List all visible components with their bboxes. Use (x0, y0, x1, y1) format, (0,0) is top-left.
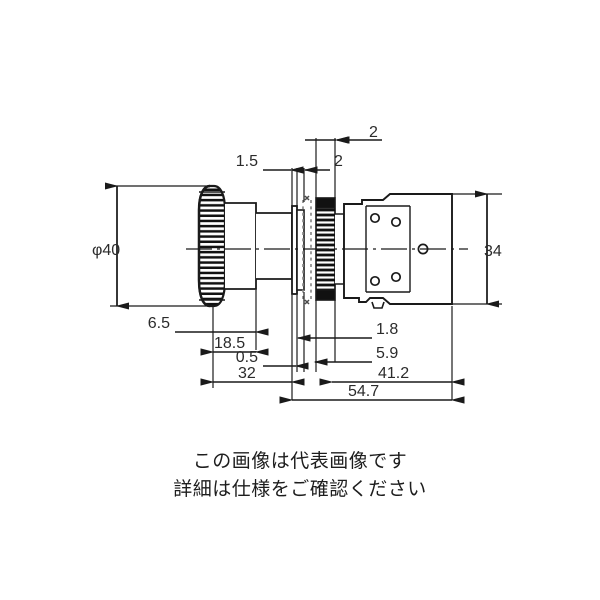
dim-label-41-2: 41.2 (378, 365, 409, 382)
representative-image-caption: この画像は代表画像です 詳細は仕様をご確認ください (0, 448, 600, 503)
dim-label-0-5: 0.5 (236, 349, 258, 366)
dim-label-dia40: φ40 (92, 242, 120, 259)
dim-label-1-8: 1.8 (376, 321, 398, 338)
dim-label-1-5: 1.5 (236, 153, 258, 170)
dim-label-34: 34 (484, 243, 502, 260)
dim-label-5-9: 5.9 (376, 345, 398, 362)
dim-label-2b: 2 (369, 124, 378, 141)
dim-label-6-5: 6.5 (148, 315, 170, 332)
hidden-thread-lines (302, 200, 312, 300)
dimension-labels: φ40 34 1.5 2 2 6.5 18.5 0.5 1.8 5.9 32 4… (92, 124, 502, 400)
shaft-collar-1 (225, 202, 257, 290)
caption-line-1: この画像は代表画像です (192, 450, 408, 472)
dim-label-32: 32 (238, 365, 256, 382)
switch-body-block (343, 193, 453, 309)
mushroom-head-cap (197, 184, 227, 308)
caption-line-2: 詳細は仕様をご確認ください (173, 477, 427, 500)
shaft-barrel (256, 212, 293, 280)
dim-label-54-7: 54.7 (348, 383, 379, 400)
dim-label-2a: 2 (334, 153, 343, 170)
panel-flange (296, 209, 305, 291)
dim-label-18-5: 18.5 (214, 335, 245, 352)
hidden-corner-ticks (304, 195, 310, 305)
